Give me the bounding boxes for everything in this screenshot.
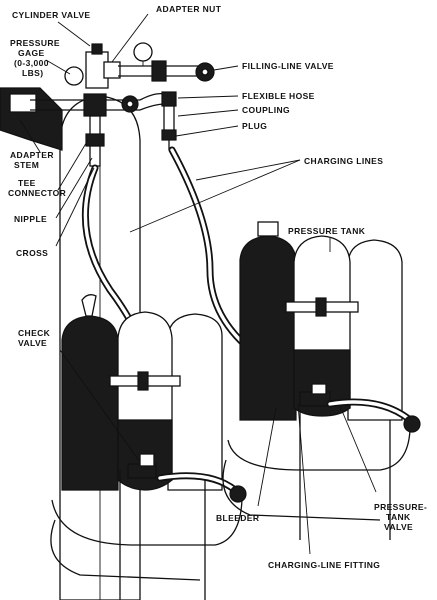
label-cross: CROSS [16, 248, 48, 258]
label-pressure-tank: PRESSURE TANK [288, 226, 366, 236]
label-cylinder-valve: CYLINDER VALVE [12, 10, 91, 20]
left-tank-group [50, 294, 247, 600]
label-bleeder: BLEEDER [216, 513, 259, 523]
label-filling-line-valve: FILLING-LINE VALVE [242, 61, 334, 71]
label-pressure-gage-line2: GAGE [18, 48, 45, 58]
flexible-hose-assembly [139, 91, 177, 150]
label-coupling: COUPLING [242, 105, 290, 115]
label-check-valve-line1: CHECK [18, 328, 51, 338]
label-flexible-hose: FLEXIBLE HOSE [242, 91, 315, 101]
label-plug: PLUG [242, 121, 267, 131]
label-check-valve-line2: VALVE [18, 338, 47, 348]
valve-manifold [30, 42, 215, 167]
label-charging-lines: CHARGING LINES [304, 156, 383, 166]
callout-labels: CYLINDER VALVE ADAPTER NUT PRESSURE GAGE… [8, 4, 427, 570]
label-pressure-gage-line3: (0-3,000 [14, 58, 49, 68]
label-tee-connector-line1: TEE [18, 178, 36, 188]
label-adapter-stem-line2: STEM [14, 160, 39, 170]
leader-lines [19, 13, 377, 555]
label-adapter-nut: ADAPTER NUT [156, 4, 222, 14]
label-pressure-gage-line4: LBS) [22, 68, 43, 78]
label-pressure-gage-line1: PRESSURE [10, 38, 60, 48]
right-tank-group [222, 221, 421, 540]
label-pressure-tank-valve-line2: TANK [386, 512, 411, 522]
label-charging-line-fitting: CHARGING-LINE FITTING [268, 560, 380, 570]
label-tee-connector-line2: CONNECTOR [8, 188, 66, 198]
label-adapter-stem-line1: ADAPTER [10, 150, 54, 160]
label-pressure-tank-valve-line1: PRESSURE- [374, 502, 427, 512]
label-pressure-tank-valve-line3: VALVE [384, 522, 413, 532]
label-nipple: NIPPLE [14, 214, 47, 224]
